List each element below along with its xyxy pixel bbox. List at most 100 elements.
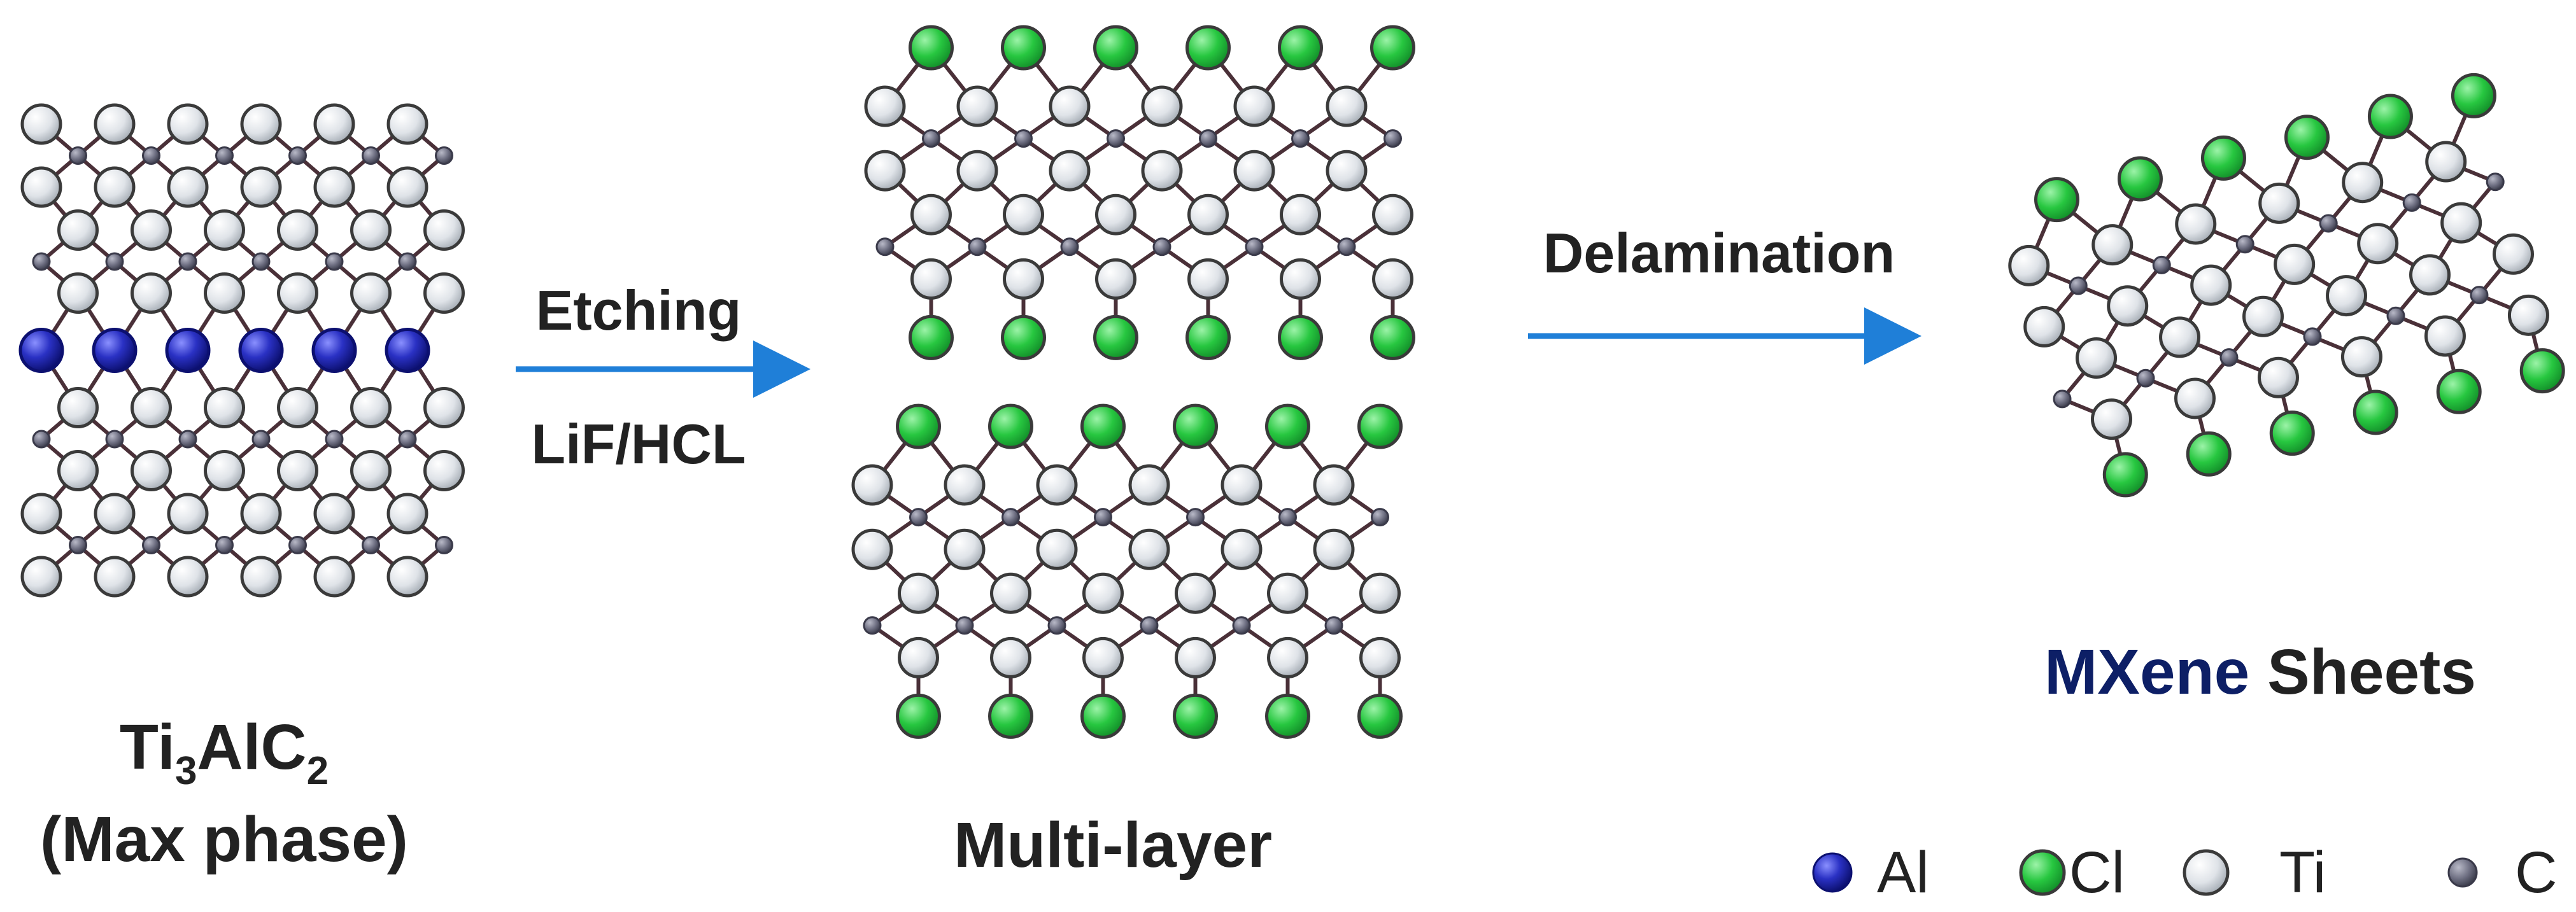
ti-atom-icon [57, 209, 99, 251]
c-atom-icon [1094, 508, 1112, 527]
legend-item-c: C [2447, 840, 2557, 905]
ti-atom-icon [1372, 258, 1413, 300]
c-atom-icon [2219, 348, 2239, 367]
delamination-label: Delamination [1543, 221, 1895, 284]
ti-atom-icon [2091, 224, 2134, 266]
ti-atom-icon [1313, 464, 1355, 506]
ti-atom-icon [1095, 193, 1136, 235]
ti-atom-icon [2107, 285, 2149, 327]
ti-atom-icon [277, 272, 318, 314]
cl-atom-icon [1093, 314, 1138, 360]
ti-atom-icon [277, 450, 318, 491]
ti-atom-icon [94, 493, 136, 535]
cl-atom-icon [1001, 314, 1046, 360]
c-atom-icon [178, 430, 197, 449]
ti-atom-icon [20, 556, 62, 598]
c-atom-icon [2470, 286, 2489, 305]
c-atom-icon [1324, 616, 1343, 635]
c-atom-icon [362, 536, 380, 554]
ti-atom-icon [2357, 223, 2399, 265]
ti-atom-icon [1141, 150, 1183, 192]
legend-item-ti: Ti [2183, 840, 2326, 905]
al-atom-icon [92, 328, 138, 373]
ti-atom-icon [1280, 193, 1321, 235]
cl-atom-icon [1080, 693, 1126, 739]
al-atom-icon [238, 328, 284, 373]
ti-atom-icon [94, 166, 136, 208]
ti-atom-icon [167, 166, 209, 208]
ti-atom-icon [910, 193, 952, 235]
c-atom-icon [1060, 237, 1079, 256]
c-atom-icon [142, 146, 160, 165]
ti-atom-icon [240, 493, 282, 535]
c-atom-icon [288, 146, 307, 165]
ti-atom-icon [20, 103, 62, 145]
max-phase-caption: (Max phase) [40, 804, 408, 875]
al-atom-icon [18, 328, 64, 373]
ti-atom-icon [1233, 85, 1275, 127]
al-atom-icon [385, 328, 430, 373]
c-atom-icon [251, 252, 271, 271]
ti-atom-icon [350, 450, 392, 491]
c-atom-icon [398, 430, 417, 449]
ti-atom-icon [1326, 85, 1368, 127]
ti-atom-icon [423, 209, 465, 251]
cl-atom-icon [2200, 135, 2246, 181]
c-atom-icon [1384, 129, 1402, 148]
ti-atom-icon [167, 556, 209, 598]
cl-atom-icon [988, 403, 1033, 449]
c-atom-icon [968, 237, 987, 256]
legend-label-cl: Cl [2069, 840, 2125, 905]
c-atom-icon [2402, 193, 2421, 212]
cl-atom-icon [1093, 25, 1138, 71]
cl-atom-icon [2284, 115, 2330, 160]
ti-atom-icon [131, 387, 172, 428]
c-atom-icon [32, 252, 51, 271]
cl-atom-icon [1185, 314, 1231, 360]
ti-atom-icon [2174, 377, 2216, 419]
c-atom-icon [105, 252, 124, 271]
cl-atom-icon [1001, 25, 1046, 71]
ti-atom-icon [240, 166, 282, 208]
ti-atom-icon [1128, 528, 1170, 570]
mxene-caption-rest: Sheets [2249, 636, 2476, 708]
ti-atom-icon [313, 103, 355, 145]
ti-atom-icon [131, 272, 172, 314]
cl-atom-icon [1370, 25, 1415, 71]
ti-atom-icon [1082, 636, 1124, 678]
ti-atom-icon [990, 636, 1031, 678]
cl-atom-icon [2519, 348, 2565, 394]
c-atom-icon [142, 536, 160, 554]
ti-atom-icon [2340, 336, 2382, 378]
c-atom-icon [435, 146, 453, 165]
ti-atom-icon [386, 556, 428, 598]
ti-atom-icon [2190, 264, 2232, 306]
ti-atom-icon [2258, 182, 2300, 224]
ti-atom-icon [1049, 85, 1091, 127]
ti-atom-icon [423, 450, 465, 491]
ti-atom-icon [1280, 258, 1321, 300]
ti-atom-icon [1036, 464, 1078, 506]
ti-atom-icon [313, 493, 355, 535]
c-atom-icon [69, 146, 87, 165]
c-atom-icon [2303, 327, 2322, 346]
c-atom-icon [1001, 508, 1020, 527]
ti-atom-icon [386, 103, 428, 145]
cl-atom-icon [2019, 849, 2066, 896]
c-atom-icon [178, 252, 197, 271]
c-atom-icon [1152, 237, 1171, 256]
c-atom-icon [2486, 172, 2505, 192]
ti-atom-icon [1141, 85, 1183, 127]
ti-atom-icon [20, 166, 62, 208]
ti-atom-icon [94, 556, 136, 598]
ti-atom-icon [2424, 315, 2466, 357]
ti-atom-icon [1372, 193, 1413, 235]
cl-atom-icon [1173, 693, 1218, 739]
ti-atom-icon [2274, 243, 2316, 285]
ti-atom-icon [277, 209, 318, 251]
ti-atom-icon [851, 528, 893, 570]
al-atom-icon [311, 328, 357, 373]
ti-atom-icon [167, 103, 209, 145]
ti-atom-icon [910, 258, 952, 300]
c-atom-icon [69, 536, 87, 554]
